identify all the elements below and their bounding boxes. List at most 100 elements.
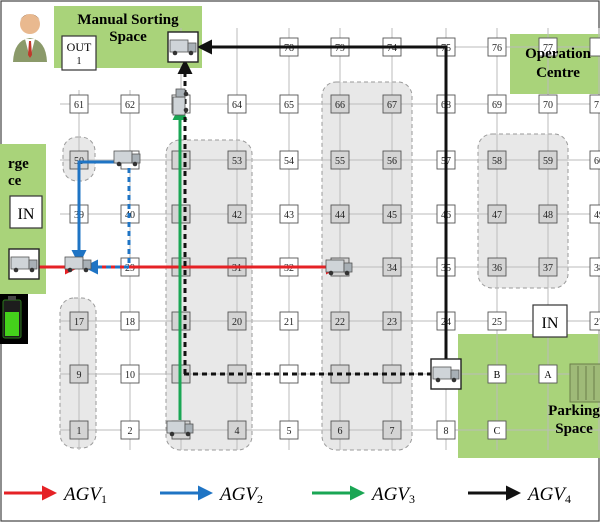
grid-node-label: 42: [232, 210, 242, 221]
out-terminal-label: OUT: [67, 40, 92, 54]
region-column-c: [477, 133, 569, 289]
grid-node: [279, 311, 299, 331]
grid-node: [279, 94, 299, 114]
legend-label: AGV3: [370, 484, 415, 506]
grid-node: [538, 150, 558, 170]
grid-node: [279, 420, 299, 440]
letter-node-label: A: [544, 370, 552, 381]
cargo-container-icon: [569, 363, 600, 403]
grid-node-label: 6: [338, 426, 343, 437]
grid-node: [279, 204, 299, 224]
agv2-route-dashed: [83, 168, 131, 275]
legend-label: AGV4: [526, 484, 571, 506]
letter-node-label: B: [494, 370, 501, 381]
grid-node: [382, 311, 402, 331]
agv-vehicle-icon: [113, 150, 141, 167]
grid-node-label: 77: [543, 43, 553, 54]
in-terminal-right: [532, 304, 568, 338]
grid-node-label: 4: [235, 426, 240, 437]
out-terminal: [61, 35, 97, 71]
grid-node: [436, 420, 456, 440]
grid-node-label: 71: [594, 100, 600, 111]
grid-node-label: 53: [232, 156, 242, 167]
grid-node: [69, 420, 89, 440]
grid-node: [69, 364, 89, 384]
grid-node: [382, 420, 402, 440]
grid-node: [330, 311, 350, 331]
grid-node-label: 55: [335, 156, 345, 167]
grid-node: [120, 94, 140, 114]
grid-node-label: 49: [594, 210, 600, 221]
grid-node-label: 23: [387, 317, 397, 328]
grid-node-label: 69: [492, 100, 502, 111]
grid-node: [487, 204, 507, 224]
letter-node: [487, 364, 507, 384]
grid-node-label: 61: [74, 100, 84, 111]
grid-node-label: 10: [125, 370, 135, 381]
grid-node: [382, 257, 402, 277]
grid-node-label: 18: [125, 317, 135, 328]
grid-node: [227, 150, 247, 170]
grid-node-label: 37: [543, 263, 553, 274]
grid-node: [330, 94, 350, 114]
grid-node: [382, 204, 402, 224]
grid-node-label: 9: [77, 370, 82, 381]
grid-node-label: 44: [335, 210, 345, 221]
letter-node-label: C: [494, 426, 501, 437]
agv-vehicle-icon: [167, 31, 199, 63]
grid-node-label: 38: [594, 263, 600, 274]
grid-node-label: 8: [444, 426, 449, 437]
agv-vehicle-icon: [166, 420, 194, 437]
grid-node-label: 5: [287, 426, 292, 437]
grid-node: [487, 150, 507, 170]
grid-node: [589, 150, 600, 170]
grid-node: [330, 204, 350, 224]
grid-node: [382, 94, 402, 114]
letter-node: [538, 364, 558, 384]
grid-node: [589, 257, 600, 277]
grid-node-label: 21: [284, 317, 294, 328]
grid-node: [589, 204, 600, 224]
agv-vehicle-icon: [172, 88, 189, 116]
grid-node-label: 36: [492, 263, 502, 274]
grid-node-label: 54: [284, 156, 294, 167]
grid-node: [120, 364, 140, 384]
in-terminal-left: [9, 195, 43, 229]
grid-node-label: 67: [387, 100, 397, 111]
legend: AGV1 AGV2 AGV3 AGV4: [4, 484, 571, 506]
legend-label: AGV2: [218, 484, 263, 506]
grid-node: [330, 150, 350, 170]
grid-node: [487, 94, 507, 114]
grid-node-label: 25: [492, 317, 502, 328]
grid-node-label: 47: [492, 210, 502, 221]
agv-vehicle-icon: [430, 358, 462, 390]
battery-icon: [0, 294, 28, 344]
grid-node: [538, 37, 558, 57]
grid-node: [227, 311, 247, 331]
grid-node-label: 48: [543, 210, 553, 221]
grid-node: [538, 94, 558, 114]
agv2-route-solid: [71, 160, 121, 265]
grid-node: [227, 364, 247, 384]
legend-label: AGV1: [62, 484, 107, 506]
grid-node: [330, 420, 350, 440]
grid-node-label: 58: [492, 156, 502, 167]
grid-node-label: 17: [74, 317, 84, 328]
grid-node-label: 43: [284, 210, 294, 221]
grid-node: [69, 311, 89, 331]
grid-node-label: 59: [543, 156, 553, 167]
operator-person-icon: [13, 14, 47, 62]
grid-node-label: 56: [387, 156, 397, 167]
grid-node: [538, 257, 558, 277]
grid-node-label: 66: [335, 100, 345, 111]
region-column-b: [321, 81, 413, 451]
grid-node: [120, 420, 140, 440]
grid-node: [69, 94, 89, 114]
grid-node-label: 7: [390, 426, 395, 437]
